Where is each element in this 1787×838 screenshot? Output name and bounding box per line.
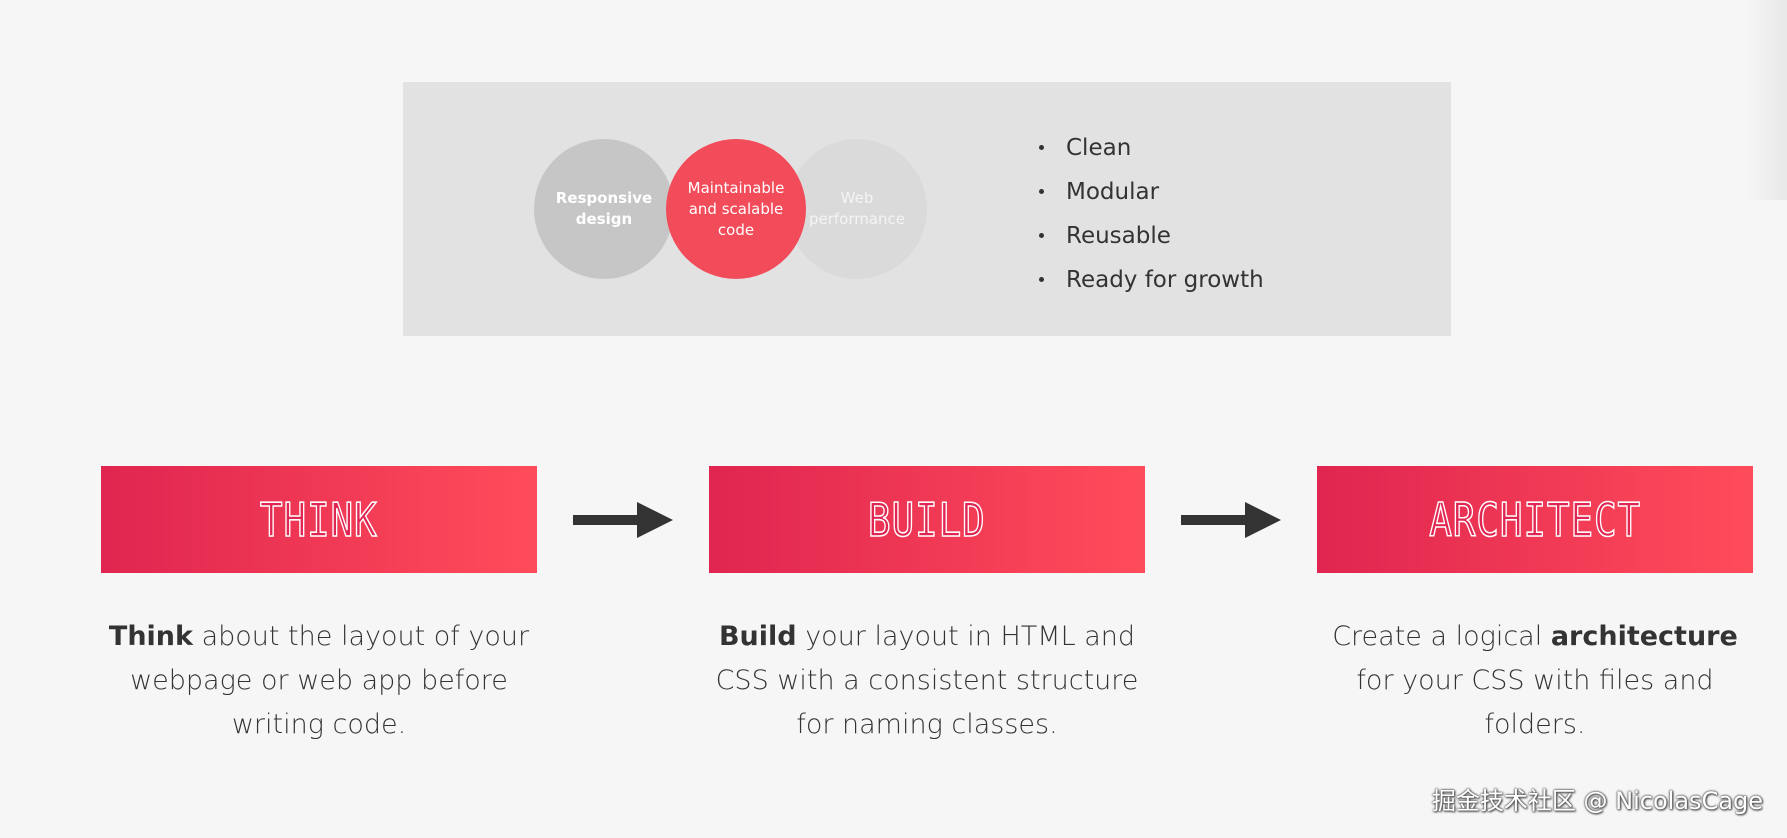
arrow-right-icon	[1181, 502, 1281, 538]
step-think-box: THINK	[101, 466, 537, 573]
goals-panel: Responsive design Web performance Mainta…	[403, 82, 1451, 336]
quality-item: Ready for growth	[1033, 258, 1264, 302]
venn-label-right: Web performance	[808, 189, 906, 228]
step-build-description: Build your layout in HTML and CSS with a…	[715, 621, 1139, 740]
bullet-icon	[1039, 145, 1044, 150]
quality-item: Reusable	[1033, 214, 1264, 258]
qualities-list: Clean Modular Reusable Ready for growth	[1033, 126, 1264, 302]
venn-label-center: Maintainable and scalable code	[687, 178, 785, 239]
venn-circle-responsive-design: Responsive design	[534, 139, 674, 279]
venn-label-left: Responsive design	[555, 189, 653, 228]
edge-shadow	[1747, 0, 1787, 200]
quality-item: Clean	[1033, 126, 1264, 170]
venn-circle-maintainable-code: Maintainable and scalable code	[666, 139, 806, 279]
step-build-box: BUILD	[709, 466, 1145, 573]
step-architect-description: Create a logical architecture for your C…	[1332, 621, 1738, 740]
bullet-icon	[1039, 277, 1044, 282]
bullet-icon	[1039, 189, 1044, 194]
quality-item: Modular	[1033, 170, 1264, 214]
arrow-right-icon	[573, 502, 673, 538]
watermark: 掘金技术社区 @ NicolasCage	[1431, 787, 1763, 815]
step-architect-title: ARCHITECT	[1428, 492, 1641, 548]
step-think-description: Think about the layout of your webpage o…	[108, 621, 530, 740]
venn-circle-web-performance: Web performance	[787, 139, 927, 279]
step-architect-box: ARCHITECT	[1317, 466, 1753, 573]
step-build-title: BUILD	[868, 492, 986, 548]
step-think-title: THINK	[260, 492, 378, 548]
bullet-icon	[1039, 233, 1044, 238]
